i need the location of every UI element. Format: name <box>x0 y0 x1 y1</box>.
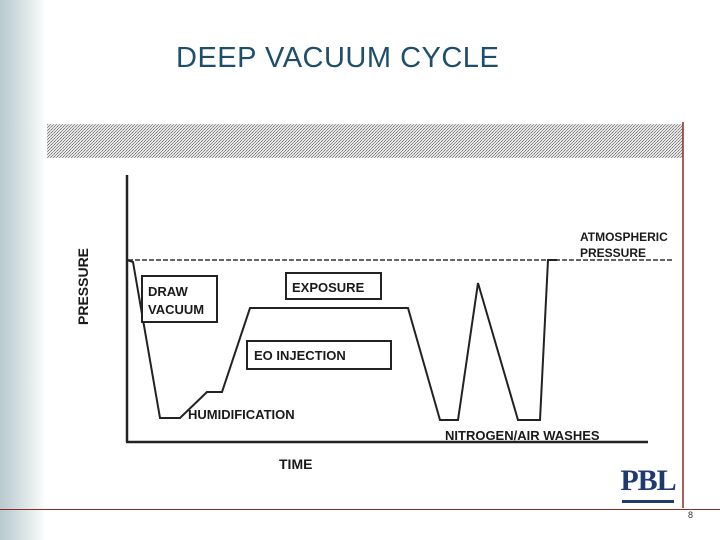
slide-title: DEEP VACUUM CYCLE <box>176 42 500 74</box>
y-axis-label: PRESSURE <box>75 248 91 325</box>
eo-injection-label: EO INJECTION <box>254 348 346 363</box>
logo-text: PBL <box>620 464 676 497</box>
halftone-band <box>47 124 683 158</box>
draw-vacuum-label-line2: VACUUM <box>148 302 204 317</box>
exposure-box <box>285 272 382 300</box>
pressure-cycle-curve <box>126 259 557 421</box>
draw-vacuum-box <box>141 275 218 323</box>
pbl-logo: PBL <box>619 464 677 504</box>
footer-rule <box>0 509 720 510</box>
eo-injection-box <box>246 340 392 370</box>
exposure-label: EXPOSURE <box>292 280 365 295</box>
washes-label: NITROGEN/AIR WASHES <box>445 428 600 443</box>
humidification-label: HUMIDIFICATION <box>188 407 295 422</box>
page-number: 8 <box>688 510 694 520</box>
left-gradient-band <box>0 0 46 540</box>
logo-underline <box>622 500 674 503</box>
atmospheric-label-line1: ATMOSPHERIC <box>580 230 668 244</box>
draw-vacuum-label-line1: DRAW <box>148 284 188 299</box>
x-axis-label: TIME <box>279 456 312 472</box>
atmospheric-label-line2: PRESSURE <box>580 246 646 260</box>
